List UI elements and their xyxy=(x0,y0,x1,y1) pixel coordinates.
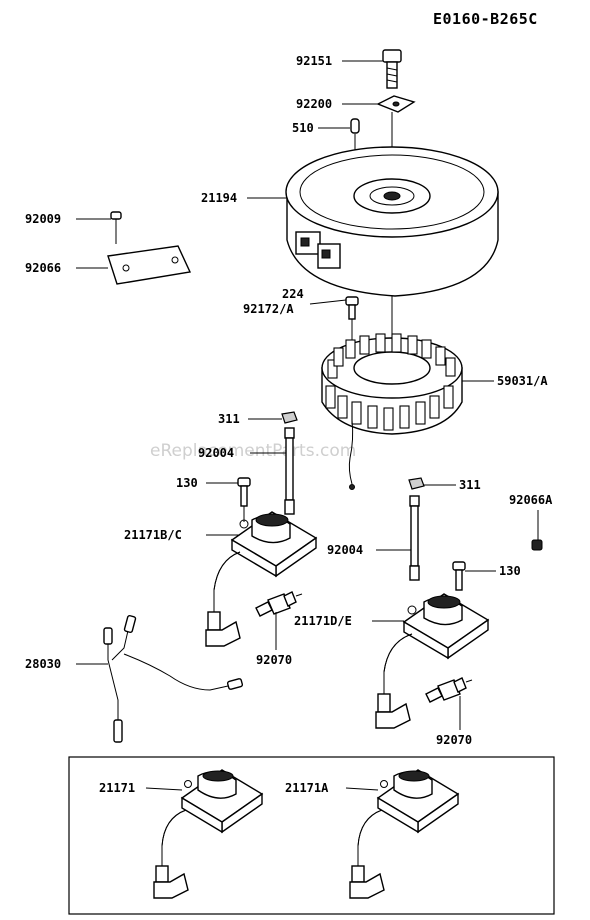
flywheel-21194[interactable] xyxy=(285,146,499,297)
label-92172A: 92172/A xyxy=(243,302,294,316)
label-92070-right: 92070 xyxy=(436,733,472,747)
leader-lines xyxy=(76,60,539,791)
label-311-left: 311 xyxy=(218,412,240,426)
diagram-code: E0160-B265C xyxy=(433,10,538,28)
stator-59031A[interactable] xyxy=(321,333,463,490)
stud-92004-left[interactable] xyxy=(284,427,295,515)
plug-92066A[interactable] xyxy=(531,539,543,551)
label-224: 224 xyxy=(282,287,304,301)
label-21171DE: 21171D/E xyxy=(294,614,352,628)
ignition-coil-21171A[interactable] xyxy=(349,769,460,899)
bolt-130-left[interactable] xyxy=(237,477,251,507)
inset-box xyxy=(68,756,555,915)
screw-92009[interactable] xyxy=(110,211,122,244)
watermark: eReplacementParts.com xyxy=(150,441,356,461)
label-510: 510 xyxy=(292,121,314,135)
label-92066: 92066 xyxy=(25,261,61,275)
label-92004-right: 92004 xyxy=(327,543,363,557)
nut-311-right[interactable] xyxy=(408,477,425,490)
washer-92200[interactable] xyxy=(376,95,416,113)
spark-plug-92070-left[interactable] xyxy=(255,591,303,617)
label-28030: 28030 xyxy=(25,657,61,671)
label-130-right: 130 xyxy=(499,564,521,578)
spark-plug-92070-right[interactable] xyxy=(425,677,473,703)
bolt-130-right[interactable] xyxy=(452,561,466,591)
bolt-92151[interactable] xyxy=(382,49,402,89)
label-92200: 92200 xyxy=(296,97,332,111)
label-92009: 92009 xyxy=(25,212,61,226)
ignition-coil-21171[interactable] xyxy=(153,769,264,899)
label-21194: 21194 xyxy=(201,191,237,205)
key-510[interactable] xyxy=(350,118,360,134)
label-92066A: 92066A xyxy=(509,493,553,507)
label-311-right: 311 xyxy=(459,478,481,492)
label-21171BC: 21171B/C xyxy=(124,528,182,542)
label-92151: 92151 xyxy=(296,54,332,68)
label-21171A: 21171A xyxy=(285,781,329,795)
label-92004-left: 92004 xyxy=(198,446,234,460)
stud-92004-right[interactable] xyxy=(409,495,420,581)
nut-311-left[interactable] xyxy=(281,411,298,424)
plate-92066[interactable] xyxy=(107,245,192,285)
label-92070-left: 92070 xyxy=(256,653,292,667)
ignition-coil-21171DE[interactable] xyxy=(375,593,490,729)
bolt-92172A[interactable] xyxy=(345,296,359,320)
label-21171: 21171 xyxy=(99,781,135,795)
label-59031A: 59031/A xyxy=(497,374,548,388)
ignition-coil-21171BC[interactable] xyxy=(205,511,318,647)
part-labels: 92151 92200 510 21194 92009 92066 224 92… xyxy=(25,54,553,795)
wire-harness-28030[interactable] xyxy=(103,614,244,743)
label-130-left: 130 xyxy=(176,476,198,490)
